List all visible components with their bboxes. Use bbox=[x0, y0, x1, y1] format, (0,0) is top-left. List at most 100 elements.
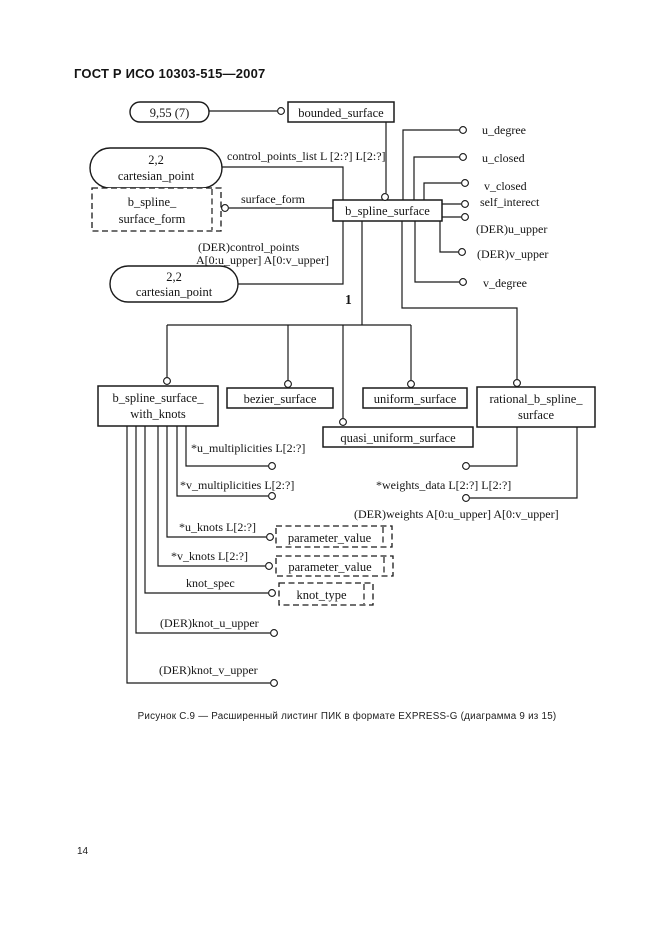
label-der_weights: (DER)weights A[0:u_upper] A[0:v_upper] bbox=[354, 507, 559, 521]
diagram-text: *u_multiplicities L[2:?] bbox=[191, 441, 305, 455]
entity-box-bounded_surface: bounded_surface bbox=[287, 101, 395, 123]
diagram-text: knot_spec bbox=[186, 576, 235, 590]
label-v_degree: v_degree bbox=[483, 276, 527, 290]
diagram-text: 1 bbox=[345, 292, 352, 307]
edge-circle-subtype-uniform bbox=[407, 380, 415, 388]
edge-circle-v_degree bbox=[459, 278, 467, 286]
diagram-text: bezier_surface bbox=[244, 392, 317, 406]
edge-circle-bounded-to-b_spline bbox=[381, 193, 389, 201]
edge-weights_data bbox=[470, 427, 518, 467]
diagram-text: rational_b_spline_ bbox=[489, 392, 583, 406]
edge-control_points_list bbox=[222, 166, 344, 200]
edge-circle-subtype-bezier bbox=[284, 380, 292, 388]
diagram-text: *weights_data L[2:?] L[2:?] bbox=[376, 478, 511, 492]
edge-circle-weights_data bbox=[462, 462, 470, 470]
type-box-knot_type: knot_type bbox=[278, 582, 374, 606]
diagram-text: *v_knots L[2:?] bbox=[171, 549, 248, 563]
diagram-text: bounded_surface bbox=[298, 106, 384, 120]
diagram-text: knot_type bbox=[297, 588, 347, 602]
edge-subtype-rational bbox=[401, 221, 518, 379]
diagram-text: 2,2 bbox=[148, 153, 164, 167]
diagram-text: quasi_uniform_surface bbox=[340, 431, 456, 445]
label-der_v_upper: (DER)v_upper bbox=[477, 247, 548, 261]
label-control_points_list: control_points_list L [2:?] L[2:?] bbox=[227, 149, 386, 163]
edge-circle-der-weights bbox=[462, 494, 470, 502]
diagram-text: cartesian_point bbox=[136, 285, 213, 299]
edge-u_closed bbox=[413, 156, 459, 200]
edge-der-weights bbox=[470, 427, 578, 499]
edge-circle-u_closed bbox=[459, 153, 467, 161]
label-knot_spec: knot_spec bbox=[186, 576, 235, 590]
type-box-b_spline_surface_form: b_spline_ surface_form bbox=[91, 187, 222, 232]
edge-circle-der-knot_u_upper bbox=[270, 629, 278, 637]
standard-number-header: ГОСТ Р ИСО 10303-515—2007 bbox=[74, 66, 266, 81]
diagram-text: self_interect bbox=[480, 195, 540, 209]
entity-box-b_spline_surface_with_knots: b_spline_surface_ with_knots bbox=[97, 385, 219, 427]
diagram-text: (DER)u_upper bbox=[476, 222, 547, 236]
edge-v_knots bbox=[157, 426, 265, 567]
edge-der-v_upper bbox=[439, 221, 458, 253]
entity-box-bezier_surface: bezier_surface bbox=[226, 387, 334, 409]
edge-circle-der-knot_v_upper bbox=[270, 679, 278, 687]
diagram-text: 9,55 (7) bbox=[150, 106, 190, 120]
diagram-text: u_closed bbox=[482, 151, 525, 165]
edge-circle-self_interect bbox=[461, 200, 469, 208]
edge-circle-subtype-rational bbox=[513, 379, 521, 387]
entity-box-b_spline_surface: b_spline_surface bbox=[332, 199, 443, 222]
edge-circle-v_knots bbox=[265, 562, 273, 570]
edge-circle-subtype-with_knots bbox=[163, 377, 171, 385]
edge-u_knots bbox=[166, 426, 266, 538]
label-der_knot_u_upper: (DER)knot_u_upper bbox=[160, 616, 259, 630]
diagram-text: with_knots bbox=[130, 407, 186, 421]
diagram-text: (DER)control_points bbox=[198, 240, 300, 254]
edge-v_multiplicities bbox=[176, 426, 268, 497]
figure-caption: Рисунок С.9 — Расширенный листинг ПИК в … bbox=[137, 711, 557, 722]
type-box-parameter_value_1: parameter_value bbox=[275, 525, 393, 548]
diagram-text: b_spline_ bbox=[128, 195, 177, 209]
diagram-text: *u_knots L[2:?] bbox=[179, 520, 256, 534]
edge-der-knot_u_upper bbox=[135, 426, 270, 634]
page-number: 14 bbox=[77, 846, 89, 857]
label-u_knots: *u_knots L[2:?] bbox=[179, 520, 256, 534]
edge-circle-v_multiplicities bbox=[268, 492, 276, 500]
edge-circle-der-v_upper bbox=[458, 248, 466, 256]
edge-circle-v_closed bbox=[461, 179, 469, 187]
diagram-text: surface_form bbox=[119, 212, 186, 226]
edge-circle-u_multiplicities bbox=[268, 462, 276, 470]
diagram-text: parameter_value bbox=[288, 560, 372, 574]
label-der_control_points_1: (DER)control_points bbox=[198, 240, 300, 254]
edge-v_closed bbox=[423, 182, 461, 200]
diagram-text: parameter_value bbox=[288, 531, 372, 545]
edge-knot_spec bbox=[144, 426, 268, 594]
entity-box-rational_b_spline_surface: rational_b_spline_surface bbox=[476, 386, 596, 428]
edge-circle-subtype-quasi bbox=[339, 418, 347, 426]
diagram-text: A[0:u_upper] A[0:v_upper] bbox=[196, 253, 329, 267]
label-u_multiplicities: *u_multiplicities L[2:?] bbox=[191, 441, 305, 455]
type-box-parameter_value_2: parameter_value bbox=[275, 555, 394, 577]
diagram-text: control_points_list L [2:?] L[2:?] bbox=[227, 149, 386, 163]
edge-circle-der-u_upper bbox=[461, 213, 469, 221]
diagram-text: surface_form bbox=[241, 192, 306, 206]
entity-box-uniform_surface: uniform_surface bbox=[362, 387, 468, 409]
diagram-text: (DER)v_upper bbox=[477, 247, 548, 261]
diagram-text: v_degree bbox=[483, 276, 527, 290]
label-v_closed: v_closed bbox=[484, 179, 527, 193]
edge-u_multiplicities bbox=[185, 426, 268, 467]
edge-circle-surface_form bbox=[221, 204, 229, 212]
entity-box-quasi_uniform_surface: quasi_uniform_surface bbox=[322, 426, 474, 448]
label-surface_form: surface_form bbox=[241, 192, 306, 206]
diagram-text: cartesian_point bbox=[118, 169, 195, 183]
diagram-text: u_degree bbox=[482, 123, 526, 137]
edge-v_degree bbox=[414, 221, 459, 283]
label-v_multiplicities: *v_multiplicities L[2:?] bbox=[180, 478, 294, 492]
label-v_knots: *v_knots L[2:?] bbox=[171, 549, 248, 563]
diagram-text: uniform_surface bbox=[374, 392, 457, 406]
label-der_u_upper: (DER)u_upper bbox=[476, 222, 547, 236]
diagram-text: 2,2 bbox=[166, 270, 182, 284]
edge-circle-knot_spec bbox=[268, 589, 276, 597]
label-weights_data: *weights_data L[2:?] L[2:?] bbox=[376, 478, 511, 492]
edge-circle-u_degree bbox=[459, 126, 467, 134]
diagram-text: b_spline_surface_ bbox=[113, 391, 205, 405]
